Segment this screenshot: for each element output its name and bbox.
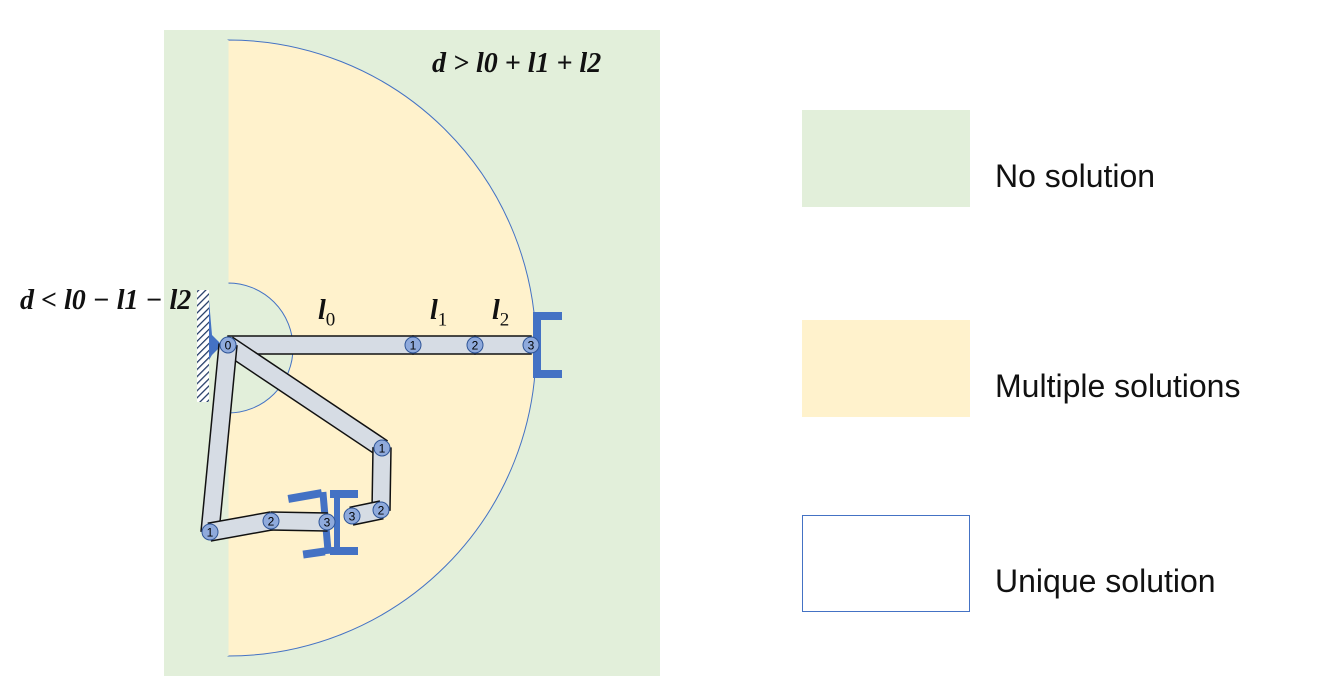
arm2-joint-label-3: 3 — [349, 510, 356, 524]
arm1-joint-label-3: 3 — [528, 339, 535, 353]
arm1-joint-3 — [522, 336, 540, 354]
arm1-link-0 — [227, 335, 414, 355]
arm2-joint-label-1: 1 — [379, 442, 386, 456]
link-label-l1: l1l1 — [430, 295, 448, 331]
inner-condition-label: d < l0 − l1 − l2 — [20, 285, 192, 316]
legend-label-unique-solution: Unique solution — [995, 563, 1216, 599]
wall — [197, 290, 209, 402]
arm3-joint-label-2: 2 — [268, 515, 275, 529]
link-label-l0: l0l0 — [318, 295, 336, 331]
legend-swatch-no-solution — [802, 110, 970, 207]
arm1-joint-label-1: 1 — [410, 339, 417, 353]
arm1-joint-1 — [404, 336, 422, 354]
arm2-link-1 — [371, 447, 392, 511]
arm3-joint-2 — [262, 512, 280, 530]
arm1-joint-label-0: 0 — [225, 339, 232, 353]
link-label-l2: l2l2 — [492, 295, 510, 331]
arm2-joint-label-2: 2 — [378, 504, 385, 518]
arm1-joint-2 — [466, 336, 484, 354]
arm1-joint-label-2: 2 — [472, 339, 479, 353]
arm2-joint-3 — [343, 507, 361, 525]
arm2-joint-1 — [373, 439, 391, 457]
arm3-joint-1 — [201, 523, 219, 541]
arm3-joint-label-3: 3 — [324, 516, 331, 530]
arm1-link-1 — [412, 335, 476, 355]
arm1-joint-0 — [219, 336, 237, 354]
arm2-joint-2 — [372, 501, 390, 519]
outer-condition-label: d > l0 + l1 + l2 — [432, 48, 602, 79]
legend-label-multiple-solutions: Multiple solutions — [995, 368, 1241, 404]
legend-swatch-multiple-solutions — [802, 320, 970, 417]
arm3-joint-3 — [318, 513, 336, 531]
arm3-joint-label-1: 1 — [207, 526, 214, 540]
legend-label-no-solution: No solution — [995, 158, 1156, 194]
legend-swatch-unique-solution — [802, 515, 970, 612]
